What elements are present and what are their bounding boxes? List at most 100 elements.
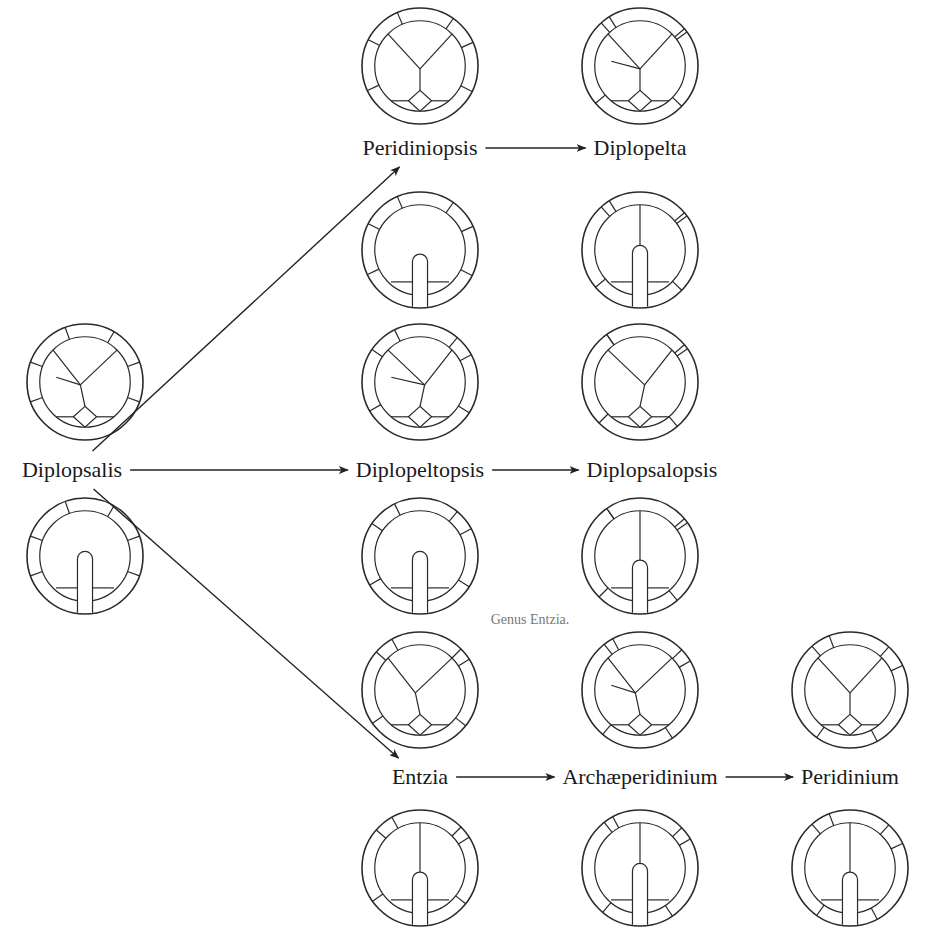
apical-plate bbox=[628, 90, 651, 111]
plate-suture bbox=[432, 100, 449, 101]
plate-suture bbox=[392, 817, 398, 828]
plate-suture bbox=[603, 903, 611, 913]
antapical-view bbox=[582, 192, 698, 308]
plate-suture bbox=[108, 332, 114, 343]
plate-suture bbox=[817, 905, 824, 915]
plate-suture bbox=[372, 716, 382, 723]
plate-suture bbox=[608, 658, 635, 693]
plate-suture bbox=[635, 658, 672, 693]
plate-suture bbox=[599, 414, 608, 423]
theca-outline bbox=[582, 498, 698, 614]
theca-outline bbox=[27, 498, 143, 614]
plate-suture bbox=[665, 728, 672, 739]
plate-suture bbox=[607, 334, 614, 344]
genus-name: Diplopelta bbox=[590, 133, 691, 163]
plate-suture bbox=[456, 896, 466, 904]
plate-suture bbox=[608, 350, 645, 385]
apical-view bbox=[362, 324, 478, 440]
genus-label: Peridinium bbox=[801, 764, 899, 790]
plate-suture bbox=[673, 828, 682, 837]
plate-suture bbox=[640, 385, 645, 406]
theca-outline bbox=[362, 810, 478, 926]
plate-suture bbox=[677, 32, 687, 40]
plate-suture bbox=[609, 17, 616, 28]
plate-suture bbox=[391, 281, 412, 282]
plate-suture bbox=[607, 508, 614, 518]
plate-suture bbox=[891, 843, 903, 848]
descent-arrow bbox=[485, 147, 585, 148]
plate-suture bbox=[679, 661, 690, 667]
plate-suture bbox=[639, 69, 640, 90]
descent-arrow bbox=[456, 776, 554, 777]
plate-suture bbox=[391, 416, 408, 417]
plate-suture bbox=[65, 501, 69, 513]
plate-suture bbox=[388, 658, 415, 693]
plate-suture bbox=[30, 536, 42, 540]
apical-view bbox=[27, 324, 143, 440]
plate-suture bbox=[395, 330, 401, 341]
plate-suture bbox=[850, 658, 882, 693]
plate-suture bbox=[608, 34, 640, 69]
plate-suture bbox=[458, 406, 469, 413]
genus-label: Diplopeltopsis bbox=[356, 457, 484, 483]
genus-name: Diplopsalopsis bbox=[583, 455, 722, 485]
plate-suture bbox=[635, 693, 640, 714]
plate-suture bbox=[368, 40, 379, 46]
plate-suture bbox=[880, 647, 889, 656]
theca-outline bbox=[362, 632, 478, 748]
plate-suture bbox=[65, 327, 69, 339]
cingulum bbox=[595, 645, 685, 735]
plate-suture bbox=[611, 61, 640, 69]
plate-suture bbox=[376, 830, 386, 838]
genus-label: Archæperidinium bbox=[562, 764, 717, 790]
plate-suture bbox=[397, 197, 402, 209]
plate-suture bbox=[30, 397, 42, 401]
plate-suture bbox=[80, 385, 85, 406]
plate-suture bbox=[30, 362, 42, 366]
plate-suture bbox=[367, 85, 379, 90]
plate-suture bbox=[891, 665, 903, 670]
theca-outline bbox=[362, 8, 478, 124]
plate-suture bbox=[395, 504, 401, 515]
plate-suture bbox=[449, 512, 457, 522]
plate-suture bbox=[128, 536, 140, 540]
apical-view bbox=[792, 632, 908, 748]
plate-suture bbox=[397, 13, 402, 25]
plate-suture bbox=[420, 34, 452, 69]
plate-suture bbox=[458, 659, 469, 666]
plate-suture bbox=[419, 823, 420, 872]
plate-suture bbox=[425, 350, 452, 385]
plate-suture bbox=[673, 650, 682, 659]
apical-view bbox=[362, 8, 478, 124]
plate-suture bbox=[367, 269, 379, 274]
sulcus bbox=[632, 863, 647, 924]
plate-suture bbox=[372, 350, 383, 357]
plate-suture bbox=[601, 23, 610, 32]
genus-label: Entzia bbox=[392, 764, 448, 790]
plate-suture bbox=[428, 587, 449, 588]
plate-suture bbox=[812, 824, 820, 834]
plate-suture bbox=[669, 417, 677, 427]
theca-outline bbox=[27, 324, 143, 440]
plate-suture bbox=[460, 529, 471, 535]
plate-suture bbox=[639, 205, 640, 246]
plate-suture bbox=[611, 416, 628, 417]
theca-outline bbox=[582, 632, 698, 748]
plate-suture bbox=[611, 281, 632, 282]
genus-name: Archæperidinium bbox=[558, 762, 721, 792]
antapical-view bbox=[362, 810, 478, 926]
plate-suture bbox=[452, 827, 461, 836]
descent-arrow bbox=[726, 776, 794, 777]
cingulum bbox=[805, 645, 895, 735]
cingulum bbox=[595, 337, 685, 427]
genus-name: Diplopeltopsis bbox=[352, 455, 488, 485]
plate-suture bbox=[128, 571, 140, 575]
genus-label: Diplopsalis bbox=[22, 457, 122, 483]
plate-suture bbox=[648, 899, 669, 900]
theca-outline bbox=[362, 192, 478, 308]
plate-suture bbox=[599, 588, 608, 597]
plate-suture bbox=[368, 224, 379, 230]
plate-suture bbox=[419, 69, 420, 90]
plate-suture bbox=[611, 899, 632, 900]
plate-suture bbox=[461, 86, 472, 92]
